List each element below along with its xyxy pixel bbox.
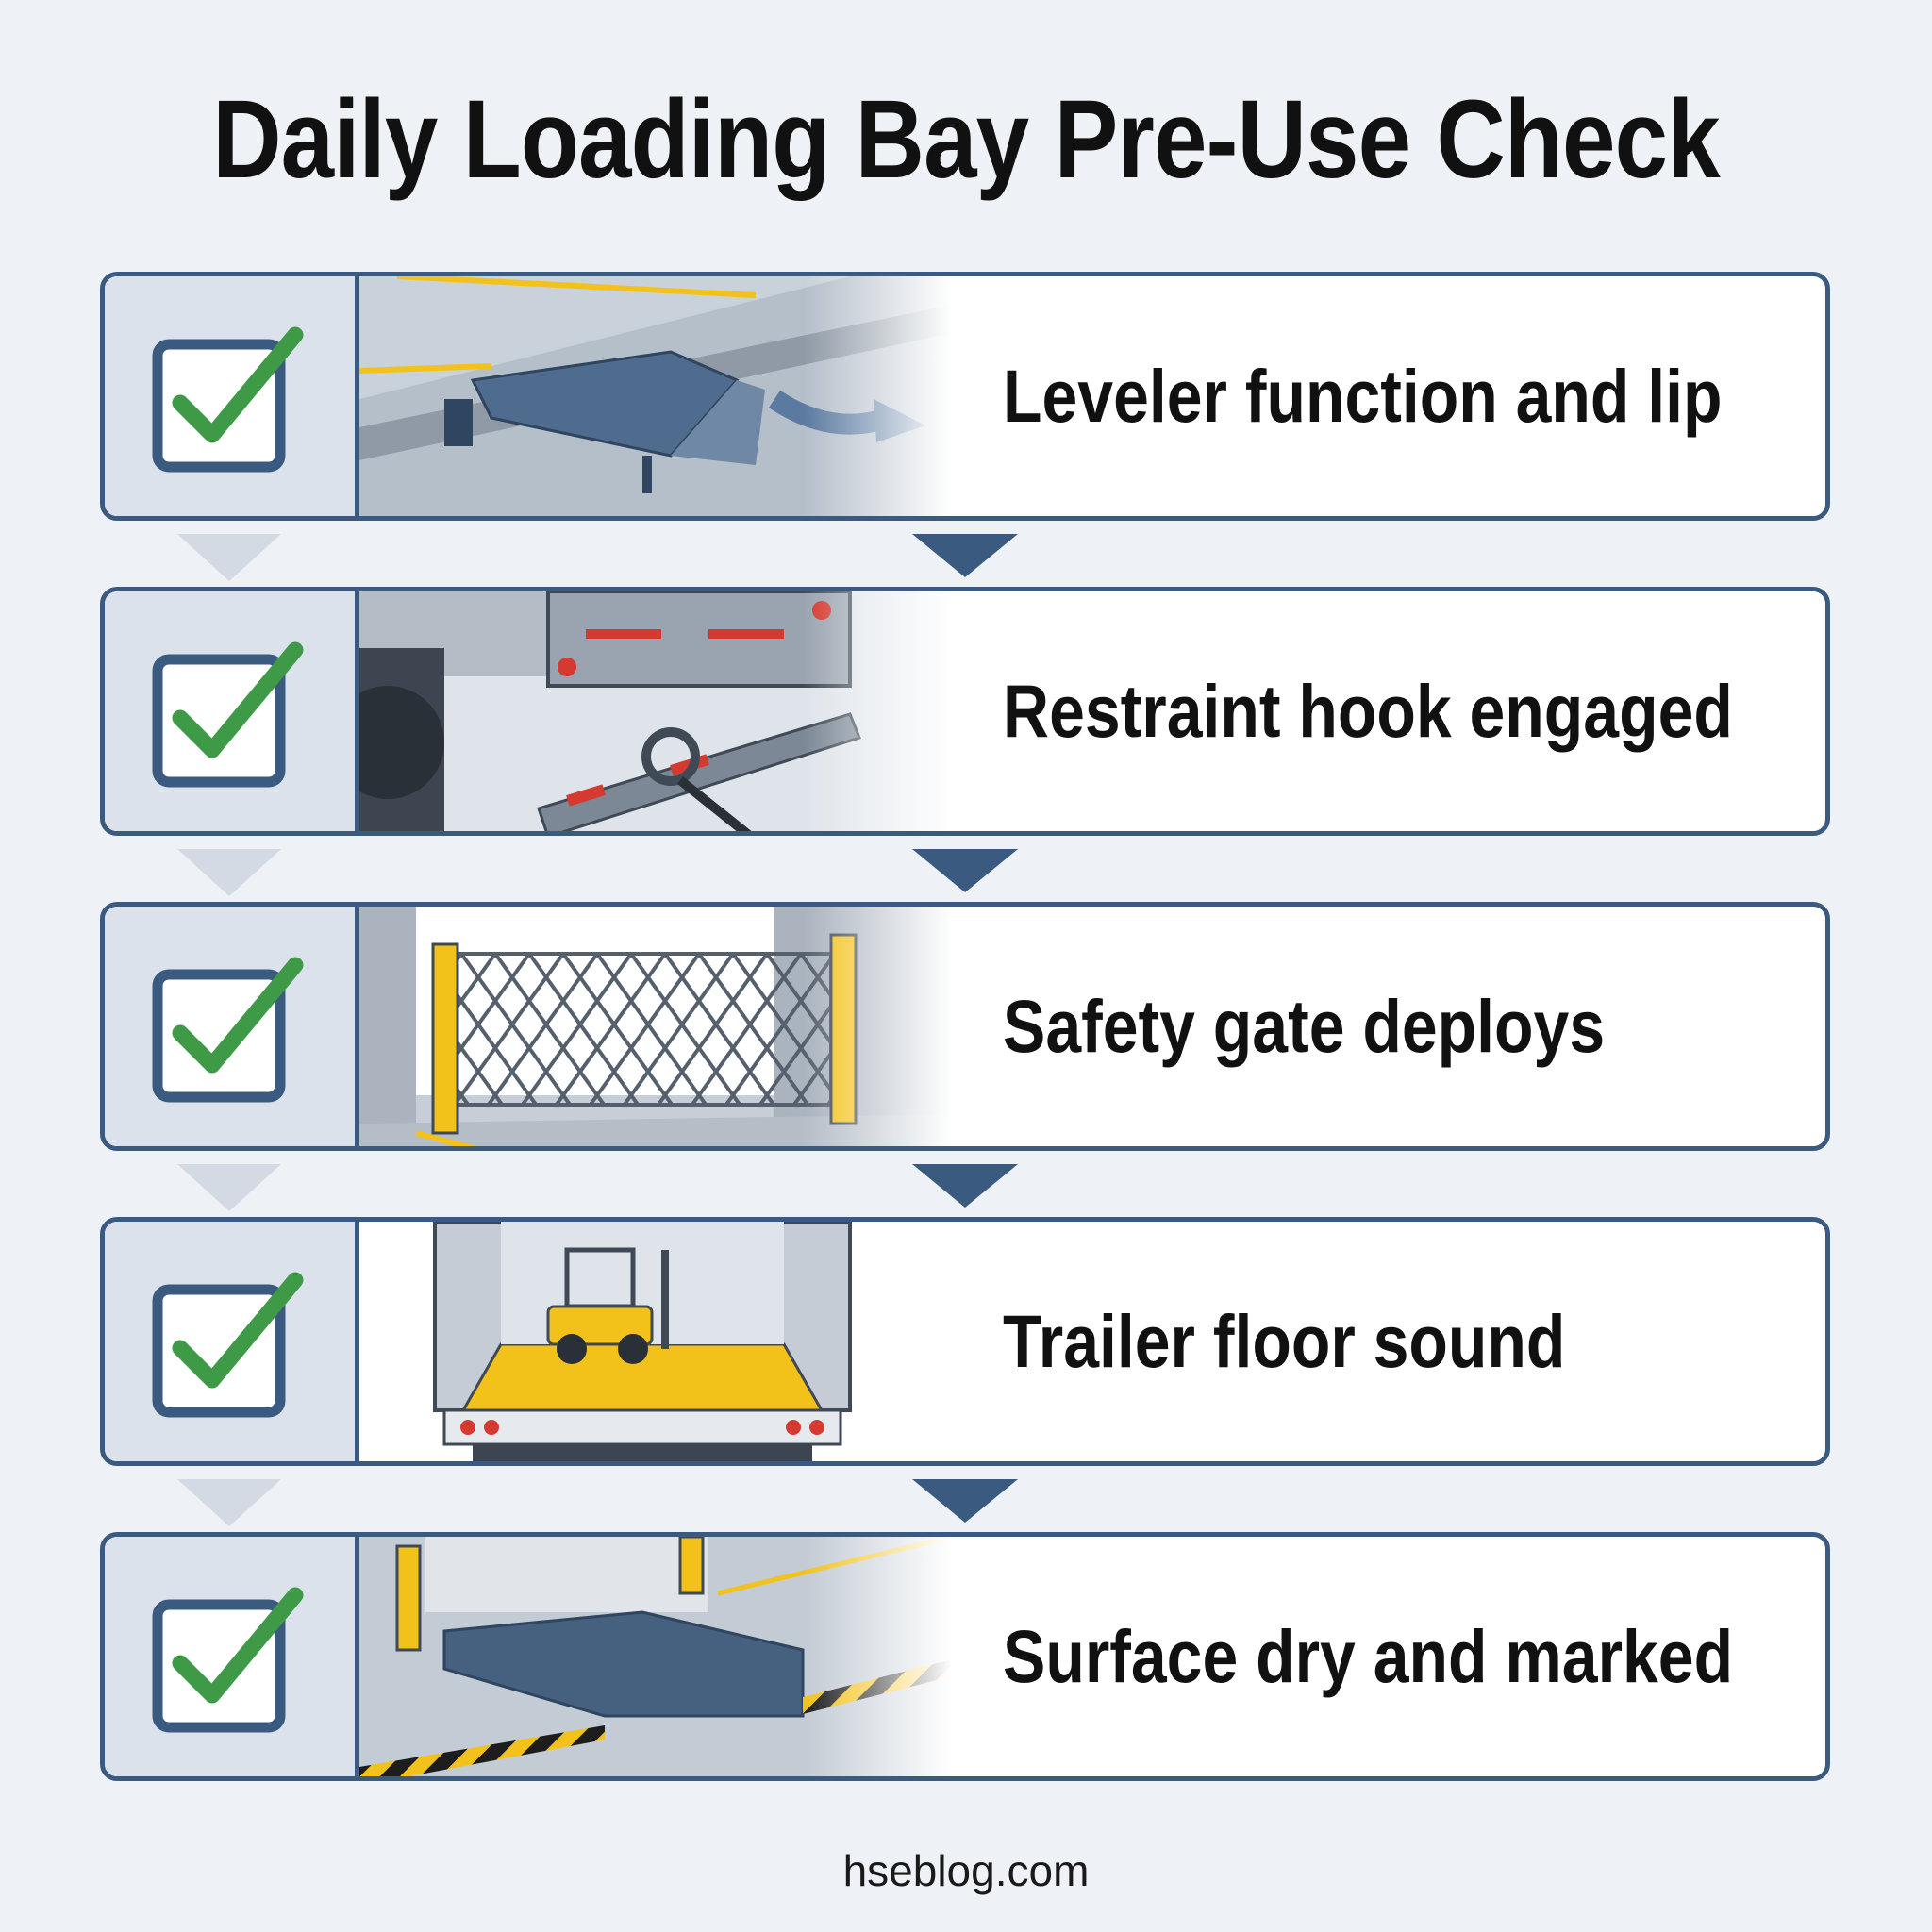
checklist-item: Trailer floor sound: [100, 1217, 1830, 1466]
safety-gate-icon: [359, 907, 952, 1146]
page-title: Daily Loading Bay Pre-Use Check: [212, 77, 1720, 202]
checkbox-cell: [105, 276, 359, 516]
checklist-item: Leveler function and lip: [100, 272, 1830, 521]
checkbox-checked-icon[interactable]: [144, 946, 314, 1116]
checkbox-checked-icon[interactable]: [144, 1576, 314, 1746]
flow-arrow-icon: [912, 1479, 1018, 1523]
item-label: Restraint hook engaged: [1003, 669, 1733, 753]
item-label: Trailer floor sound: [1003, 1299, 1566, 1383]
item-label: Surface dry and marked: [1003, 1614, 1734, 1698]
checklist-item: Restraint hook engaged: [100, 587, 1830, 836]
checklist-item: Surface dry and marked: [100, 1532, 1830, 1781]
dock-leveler-icon: [359, 276, 952, 516]
checkbox-checked-icon[interactable]: [144, 631, 314, 801]
vehicle-restraint-icon: [359, 591, 952, 831]
checkbox-checked-icon[interactable]: [144, 316, 314, 486]
item-label: Leveler function and lip: [1003, 354, 1723, 438]
flow-arrow-icon: [912, 1164, 1018, 1208]
checklist-item: Safety gate deploys: [100, 902, 1830, 1151]
checkbox-cell: [105, 1222, 359, 1461]
checkbox-cell: [105, 1537, 359, 1776]
flow-arrow-icon: [177, 1164, 281, 1211]
checkbox-cell: [105, 907, 359, 1146]
checkbox-cell: [105, 591, 359, 831]
dock-surface-icon: [359, 1537, 952, 1776]
flow-arrow-icon: [912, 849, 1018, 892]
trailer-floor-icon: [359, 1222, 952, 1461]
flow-arrow-icon: [177, 1479, 281, 1526]
flow-arrow-icon: [177, 849, 281, 896]
footer-source: hseblog.com: [842, 1846, 1090, 1895]
flow-arrow-icon: [177, 534, 281, 581]
checkbox-checked-icon[interactable]: [144, 1261, 314, 1431]
item-label: Safety gate deploys: [1003, 984, 1606, 1068]
flow-arrow-icon: [912, 534, 1018, 577]
